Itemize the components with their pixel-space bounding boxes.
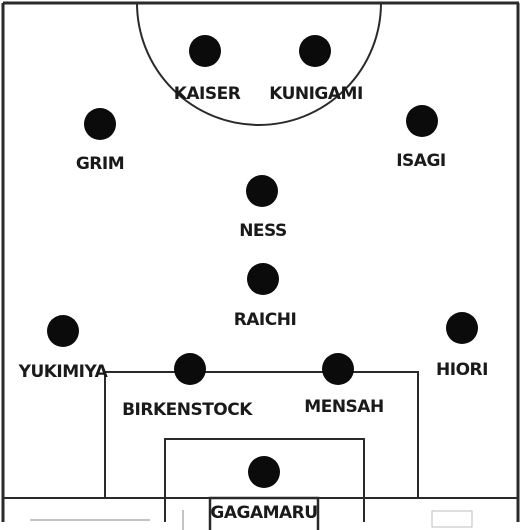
player-dot [248, 456, 280, 488]
player-dot [174, 353, 206, 385]
player-grim: GRIM [76, 108, 125, 174]
player-dot [299, 35, 331, 67]
center-circle-arc [136, 2, 382, 126]
player-dot [247, 263, 279, 295]
player-name: NESS [239, 221, 287, 241]
player-kaiser: KAISER [174, 35, 241, 104]
player-gagamaru: GAGAMARU [210, 456, 318, 524]
player-ness: NESS [239, 175, 287, 241]
player-yukimiya: YUKIMIYA [18, 315, 109, 382]
player-name: KAISER [174, 84, 241, 104]
player-name: KUNIGAMI [269, 84, 363, 104]
goal-area [164, 438, 365, 522]
player-name: GRIM [76, 154, 124, 174]
player-dot [189, 35, 221, 67]
goal-frame [208, 496, 320, 530]
player-name: MENSAH [304, 397, 383, 417]
player-hiori: HIORI [436, 312, 488, 380]
player-name: RAICHI [234, 310, 297, 330]
scan-artifacts [30, 510, 473, 530]
player-name: HIORI [436, 360, 488, 380]
player-dot [47, 315, 79, 347]
player-birkenstock: BIRKENSTOCK [122, 353, 254, 420]
gagamaru-label-backing [214, 500, 314, 524]
penalty-area [104, 371, 419, 498]
player-dot [84, 108, 116, 140]
player-name: YUKIMIYA [18, 362, 109, 382]
player-dot [446, 312, 478, 344]
player-dot [406, 105, 438, 137]
player-dot [246, 175, 278, 207]
player-raichi: RAICHI [234, 263, 297, 330]
player-name: BIRKENSTOCK [122, 400, 253, 420]
player-isagi: ISAGI [396, 105, 446, 171]
scan-mark-box [431, 510, 473, 528]
player-mensah: MENSAH [304, 353, 384, 417]
player-name: GAGAMARU [210, 503, 317, 523]
player-dot [322, 353, 354, 385]
player-kunigami: KUNIGAMI [269, 35, 363, 104]
player-name: ISAGI [396, 151, 446, 171]
